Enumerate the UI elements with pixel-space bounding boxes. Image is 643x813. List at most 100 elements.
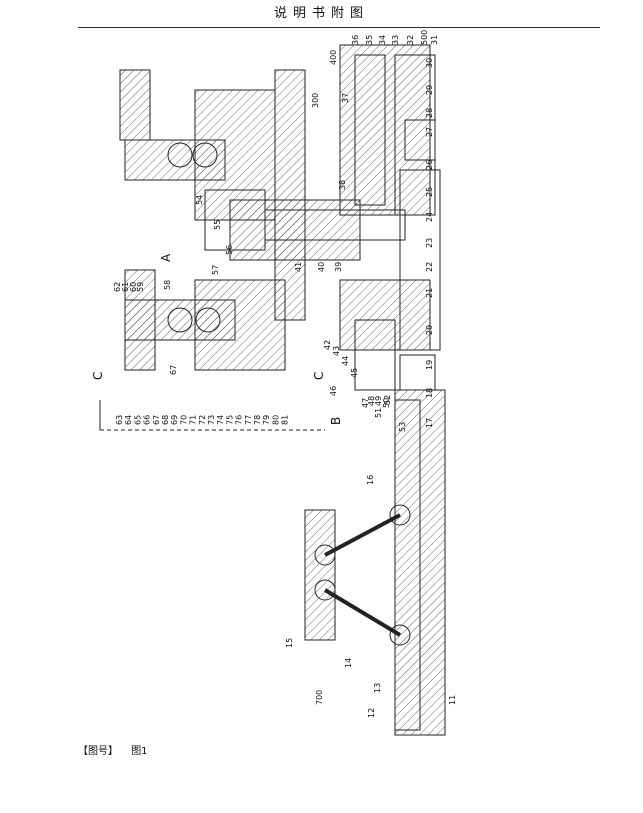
part-label: 64	[124, 415, 133, 425]
part-label: 72	[198, 415, 207, 425]
part-label: 58	[163, 280, 172, 290]
part-label: 31	[430, 35, 439, 45]
part-label: C	[312, 372, 326, 380]
part-label: 37	[341, 93, 350, 103]
part-label: 55	[213, 220, 222, 230]
part-label: 25	[425, 187, 434, 197]
part-label: 15	[285, 638, 294, 648]
part-label: 73	[207, 415, 216, 425]
part-label: 300	[311, 93, 320, 108]
part-label: 77	[244, 415, 253, 425]
part-label: 12	[367, 708, 376, 718]
platform-15	[304, 509, 336, 641]
link-lower	[323, 588, 402, 637]
caption-tag: 【图号】	[78, 746, 118, 757]
part-label: 19	[425, 360, 434, 370]
part-label: 32	[406, 35, 415, 45]
part-label: A	[159, 253, 173, 262]
pivot-upper	[389, 504, 411, 526]
part-label: 42	[323, 340, 332, 350]
part-label: 48	[367, 396, 376, 406]
part-label: 47	[361, 398, 370, 408]
part-label: 11	[448, 695, 457, 705]
part-label: 53	[398, 422, 407, 432]
part-label: 56	[225, 245, 234, 255]
clamp-42	[354, 319, 396, 391]
frame-column	[274, 69, 306, 321]
part-label: 21	[425, 288, 434, 298]
part-label: 36	[351, 35, 360, 45]
part-label: 81	[281, 415, 290, 425]
part-label: 500	[420, 30, 429, 45]
part-label: 700	[315, 690, 324, 705]
part-label: 61	[121, 282, 130, 292]
part-label: 57	[211, 265, 220, 275]
header-rule	[78, 27, 600, 28]
part-label: 14	[344, 658, 353, 668]
part-label: 74	[216, 415, 225, 425]
part-label: 39	[334, 262, 343, 272]
part-label: 63	[115, 415, 124, 425]
part-label: 400	[329, 50, 338, 65]
roller-top-1	[167, 142, 193, 168]
part-label: 27	[425, 127, 434, 137]
part-label: 69	[170, 415, 179, 425]
main-housing-lower	[194, 279, 286, 371]
part-label: 49	[374, 396, 383, 406]
spring-block-top	[119, 69, 151, 141]
figure-caption: 【图号】 图1	[78, 742, 158, 757]
part-label: 66	[143, 415, 152, 425]
base-block	[339, 279, 431, 351]
part-label: 75	[225, 415, 234, 425]
part-label: 59	[136, 282, 145, 292]
part-label: 23	[425, 238, 434, 248]
part-label: 28	[425, 108, 434, 118]
part-label: 52	[383, 395, 392, 405]
pivot-lower	[389, 624, 411, 646]
part-label: 67	[169, 365, 178, 375]
part-label: 18	[425, 388, 434, 398]
part-label: 41	[294, 262, 303, 272]
part-label: 24	[425, 212, 434, 222]
part-label: 33	[391, 35, 400, 45]
part-label: 16	[366, 475, 375, 485]
part-label: B	[329, 417, 343, 425]
spindle-41	[264, 209, 406, 241]
roller-bottom-1	[167, 307, 193, 333]
part-label: 80	[271, 415, 280, 425]
part-label: 60	[129, 282, 138, 292]
part-label: 45	[350, 368, 359, 378]
part-label: 65	[133, 415, 142, 425]
part-label: 71	[189, 415, 198, 425]
part-label: 26	[425, 160, 434, 170]
link-upper	[324, 513, 401, 557]
part-label: 29	[425, 85, 434, 95]
page-header: 说明书附图	[273, 6, 369, 21]
part-label: 30	[425, 58, 434, 68]
part-label: 50	[382, 398, 391, 408]
part-label: 34	[378, 35, 387, 45]
part-label: 79	[262, 415, 271, 425]
part-label: 43	[332, 346, 341, 356]
caption-figure: 图1	[131, 746, 148, 757]
block-28	[404, 119, 436, 161]
part-label: 78	[253, 415, 262, 425]
part-label: 46	[329, 386, 338, 396]
part-label: 13	[373, 683, 382, 693]
part-label: 76	[235, 415, 244, 425]
part-label: 20	[425, 325, 434, 335]
part-label: 22	[425, 262, 434, 272]
part-label: 40	[317, 262, 326, 272]
part-label: 38	[338, 180, 347, 190]
part-label: C	[91, 372, 105, 380]
part-label: 68	[161, 415, 170, 425]
part-label: 35	[365, 35, 374, 45]
part-label: 17	[425, 418, 434, 428]
part-label: 54	[195, 195, 204, 205]
part-label: 62	[113, 282, 122, 292]
part-label: 51	[374, 408, 383, 418]
plate-37	[354, 54, 386, 206]
